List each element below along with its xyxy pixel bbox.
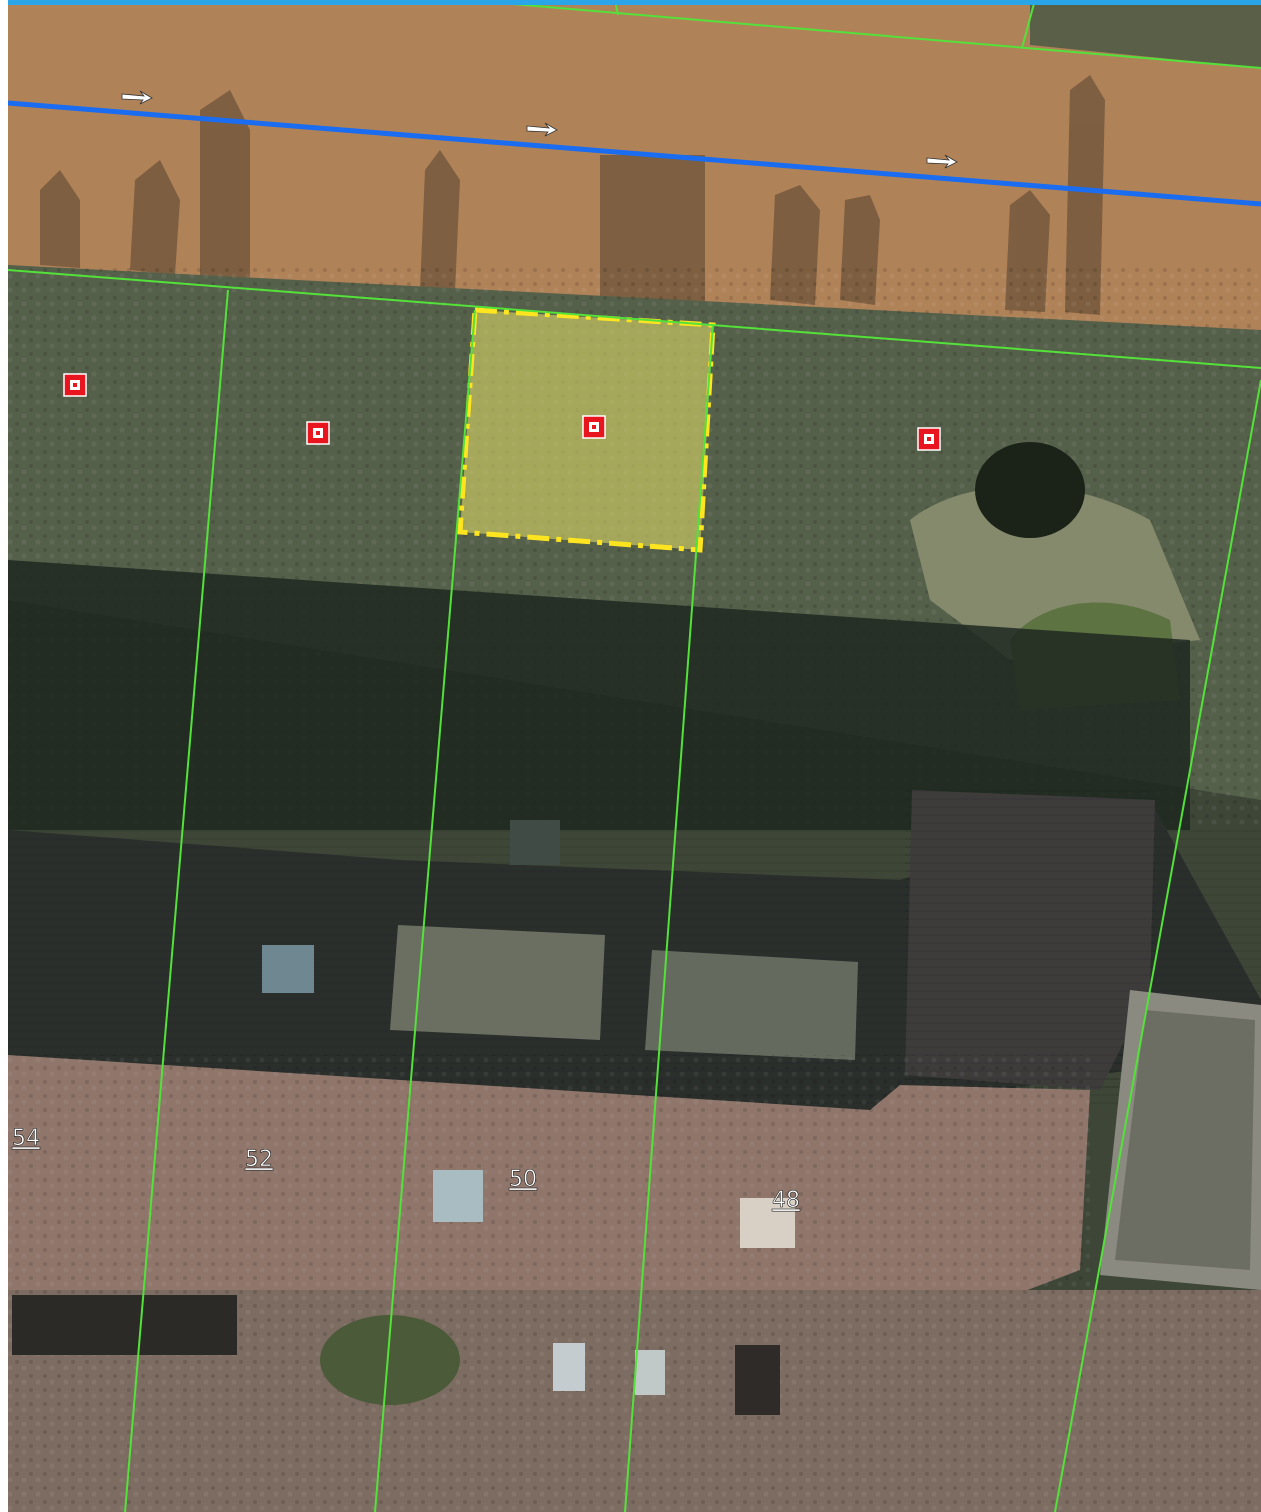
hedge-south xyxy=(12,1295,237,1355)
map-frame-left xyxy=(0,0,8,1512)
dormer-1 xyxy=(390,925,605,1040)
parcel-marker-icon[interactable] xyxy=(917,427,941,451)
parcel-marker-icon[interactable] xyxy=(306,421,330,445)
house-number-54: 54 xyxy=(12,1126,40,1151)
tree-south xyxy=(320,1315,460,1405)
house-number-52: 52 xyxy=(245,1147,273,1172)
skylight-2 xyxy=(510,820,560,865)
skylight-6 xyxy=(635,1350,665,1395)
skylight-5 xyxy=(553,1343,585,1391)
dark-patch xyxy=(735,1345,780,1415)
parcel-lines xyxy=(7,0,1261,1512)
house-number-50: 50 xyxy=(509,1167,537,1192)
skylight-3 xyxy=(433,1170,483,1222)
yard-north-east xyxy=(1030,0,1261,68)
parcel-marker-icon[interactable] xyxy=(582,415,606,439)
flat-roof-east-inner xyxy=(1115,1010,1255,1270)
parcel-marker-icon[interactable] xyxy=(63,373,87,397)
dormer-2 xyxy=(645,950,858,1060)
skylight-4 xyxy=(740,1198,795,1248)
map-frame-top xyxy=(0,0,1261,5)
direction-arrow-icon xyxy=(121,90,153,105)
skylight-1 xyxy=(262,945,314,993)
road-centerline xyxy=(7,100,1261,207)
direction-arrow-icon xyxy=(526,122,558,137)
house-shadow xyxy=(8,560,1190,830)
direction-arrow-icon xyxy=(926,154,958,169)
house-number-48: 48 xyxy=(772,1188,800,1213)
building-east-texture xyxy=(905,790,1155,1090)
pond xyxy=(975,442,1085,538)
